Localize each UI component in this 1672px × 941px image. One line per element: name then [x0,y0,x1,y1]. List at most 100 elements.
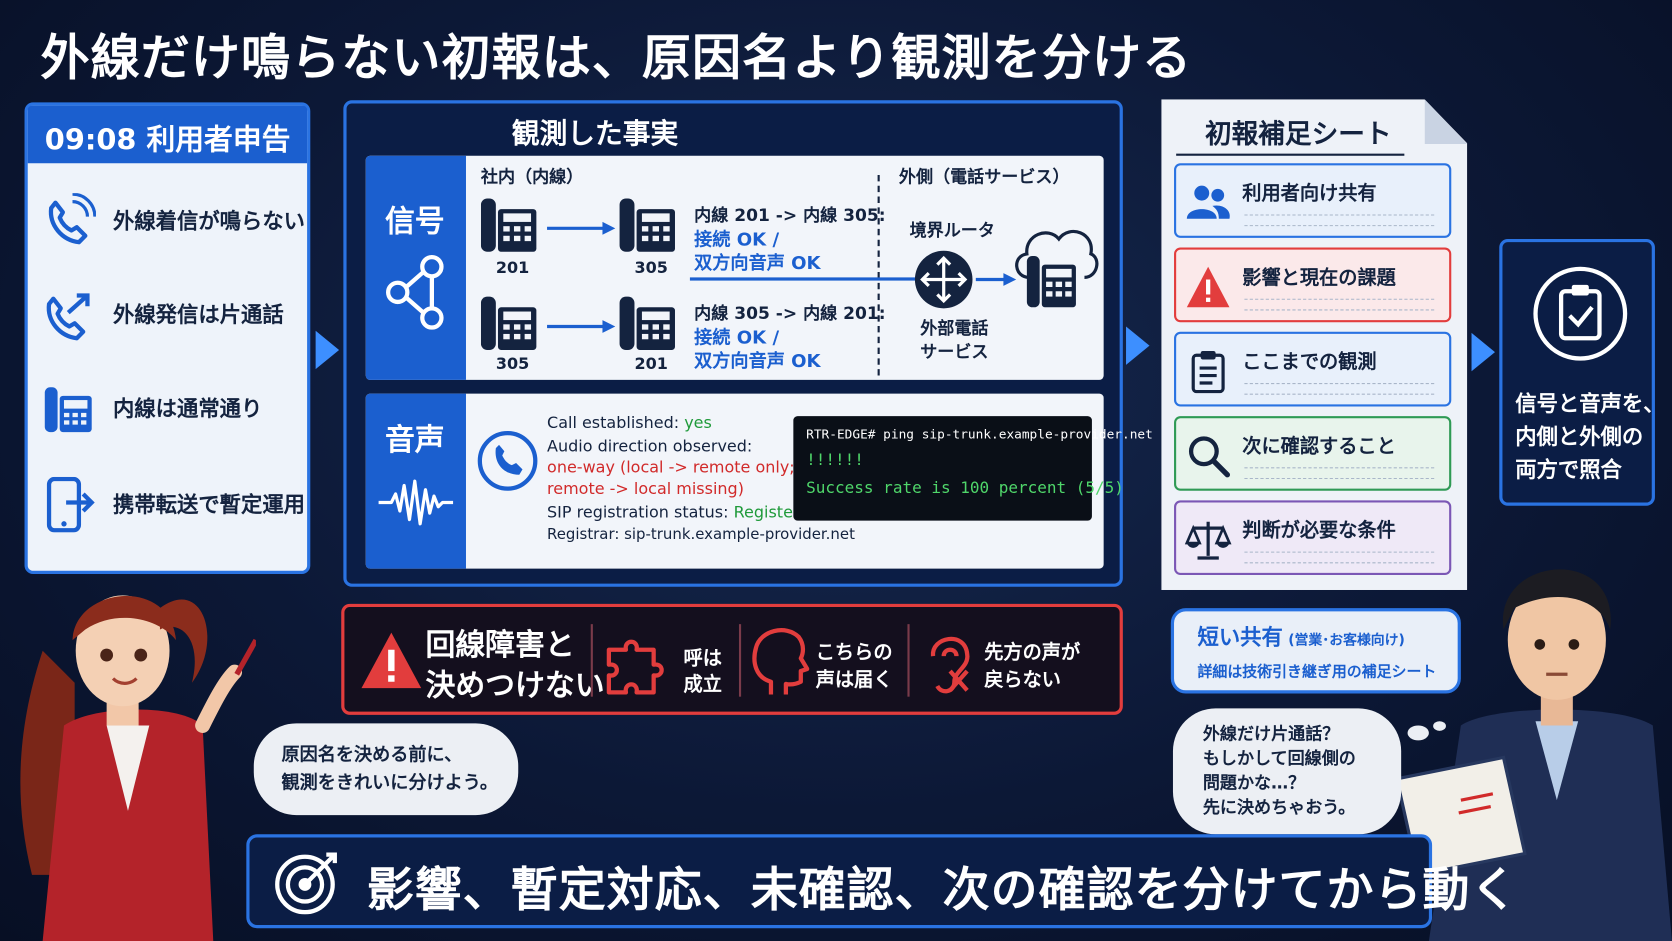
external-header: 外側（電話サービス） [898,166,1070,187]
warning-main: 回線障害と [425,627,575,663]
internal-header: 社内（内線） [480,166,584,187]
bubble-line: もしかして回線側の [1202,747,1356,769]
warning-bar: 回線障害と 決めつけない 呼は 成立 こちらの 声は届く 先方の声が 戻らない [341,603,1123,715]
thought-dot [1407,725,1429,741]
sheet-placeholder-line [1244,309,1435,311]
report-item: 外線着信が鳴らない [43,189,305,253]
goal-line: 両方で照合 [1515,456,1622,483]
terminal-success: Success rate is 100 percent (5/5) [806,477,1124,498]
phone-ext: 201 [634,354,668,374]
report-item-label: 外線発信は片通話 [113,301,284,328]
sheet-item: ここまでの観測 [1174,331,1452,407]
desk-phone-icon [480,296,537,350]
flow-arrow [1126,326,1150,365]
registrar: Registrar: sip-trunk.example-provider.ne… [547,526,855,543]
goal-text: 信号と音声を、 内側と外側の 両方で照合 [1515,387,1664,486]
warning-item: こちらの [815,641,893,664]
goal-panel: 信号と音声を、 内側と外側の 両方で照合 [1499,238,1665,506]
report-item: 外線発信は片通話 [43,283,299,347]
outgoing-call-icon [46,293,90,341]
arrow-icon [975,273,1017,286]
users-icon [1186,185,1230,219]
warning-main: 決めつけない [425,667,605,704]
divider [590,624,593,697]
sheet-item: 判断が必要な条件 [1174,500,1452,576]
registrar-value: sip-trunk.example-provider.net [624,525,855,544]
warning-item: 先方の声が [984,641,1081,664]
signal-box: 信号 社内（内線） 外側（電話サービス） 201 [365,155,1104,380]
goal-line: 内側と外側の [1515,423,1644,450]
warning-icon [1186,266,1230,308]
share-title: 短い共有 [1197,624,1283,650]
presenter-woman-illustration [20,595,256,941]
sheet-placeholder-line [1244,298,1435,300]
signal-status: 双方向音声 OK [694,351,821,373]
sheet-item: 利用者向け共有 [1174,163,1452,238]
share-network-icon [386,254,444,330]
sheet-placeholder-line [1244,225,1435,227]
sheet-item-label: 判断が必要な条件 [1242,519,1396,542]
waveform-icon [378,479,454,526]
sheet-placeholder-line [1244,214,1435,216]
page-title: 外線だけ鳴らない初報は、原因名より観測を分ける [40,28,1193,87]
share-title-row: 短い共有 (営業･お客様向け) [1197,620,1404,651]
call-value: yes [684,412,712,433]
signal-status: 接続 OK / [694,229,780,251]
share-subtitle: 詳細は技術引き継ぎ用の補足シート [1197,663,1437,681]
router-label: 境界ルータ [909,219,995,241]
bubble-line: 先に決めちゃおう。 [1202,796,1356,818]
sheet-item: 影響と現在の課題 [1174,247,1452,323]
terminal-command: RTR-EDGE# ping sip-trunk.example-provide… [806,426,1153,442]
sip-label: SIP registration status: [547,502,729,522]
cloud-phone-icon [1015,229,1099,308]
sheet-item-label: 影響と現在の課題 [1242,266,1396,290]
phone-call-icon [477,431,538,491]
bubble-line: 外線だけ片通話？ [1202,723,1340,744]
sheet-item-label: 次に確認すること [1242,435,1396,458]
divider [907,624,910,697]
report-item: 内線は通常通り [43,377,299,441]
desk-phone-icon [619,296,675,350]
service-label: 外部電話 [920,317,989,339]
sheet-item-label: ここまでの観測 [1242,351,1377,374]
arrow-icon [547,221,616,235]
signal-status: 双方向音声 OK [694,252,821,275]
bottom-banner: 影響、暫定対応、未確認、次の確認を分けてから動く [246,834,1517,929]
trunk-line [689,277,921,281]
report-item-label: 携帯転送で暫定運用 [113,491,305,518]
boundary-divider [877,174,880,376]
call-label: Call established: [547,412,680,433]
terminal-output: RTR-EDGE# ping sip-trunk.example-provide… [793,416,1153,521]
clipboard-icon [1191,351,1225,394]
desk-phone-icon [480,198,537,252]
flow-arrow [315,330,340,370]
sheet-placeholder-line [1244,562,1435,564]
audio-direction-value: one-way (local -> remote only; [547,457,795,477]
bubble-line: 問題かな…？ [1202,772,1306,793]
warning-icon [361,632,422,689]
arrow-icon [547,320,616,333]
sheet-item: 次に確認すること [1174,416,1452,491]
sheet-placeholder-line [1244,383,1435,385]
registrar-label: Registrar: [547,525,620,544]
desk-phone-icon [44,387,92,433]
router-icon [914,250,973,309]
warning-item: 戻らない [984,668,1061,692]
service-label: サービス [920,341,989,362]
sip-status: SIP registration status: Registered [547,503,819,522]
share-title-note: (営業･お客様向け) [1288,632,1405,649]
divider [738,624,742,697]
phone-ext: 305 [634,258,668,278]
sheet-item-label: 利用者向け共有 [1242,182,1377,205]
warning-item: 呼は [683,647,722,671]
sheet-placeholder-line [1244,551,1435,553]
sheet-title: 初報補足シート [1204,118,1392,150]
sheet-placeholder-line [1244,467,1435,469]
bubble-line: 観測をきれいに分けよう。 [281,772,498,794]
sheet-placeholder-line [1244,393,1435,395]
voice-side: 音声 [365,393,466,569]
speech-bubble-left: 原因名を決める前に、 観測をきれいに分けよう。 [253,723,519,816]
flow-arrow [1471,332,1495,372]
signal-label: 信号 [384,203,445,239]
speech-bubble-right: 外線だけ片通話？ もしかして回線側の 問題かな…？ 先に決めちゃおう。 [1172,708,1402,835]
